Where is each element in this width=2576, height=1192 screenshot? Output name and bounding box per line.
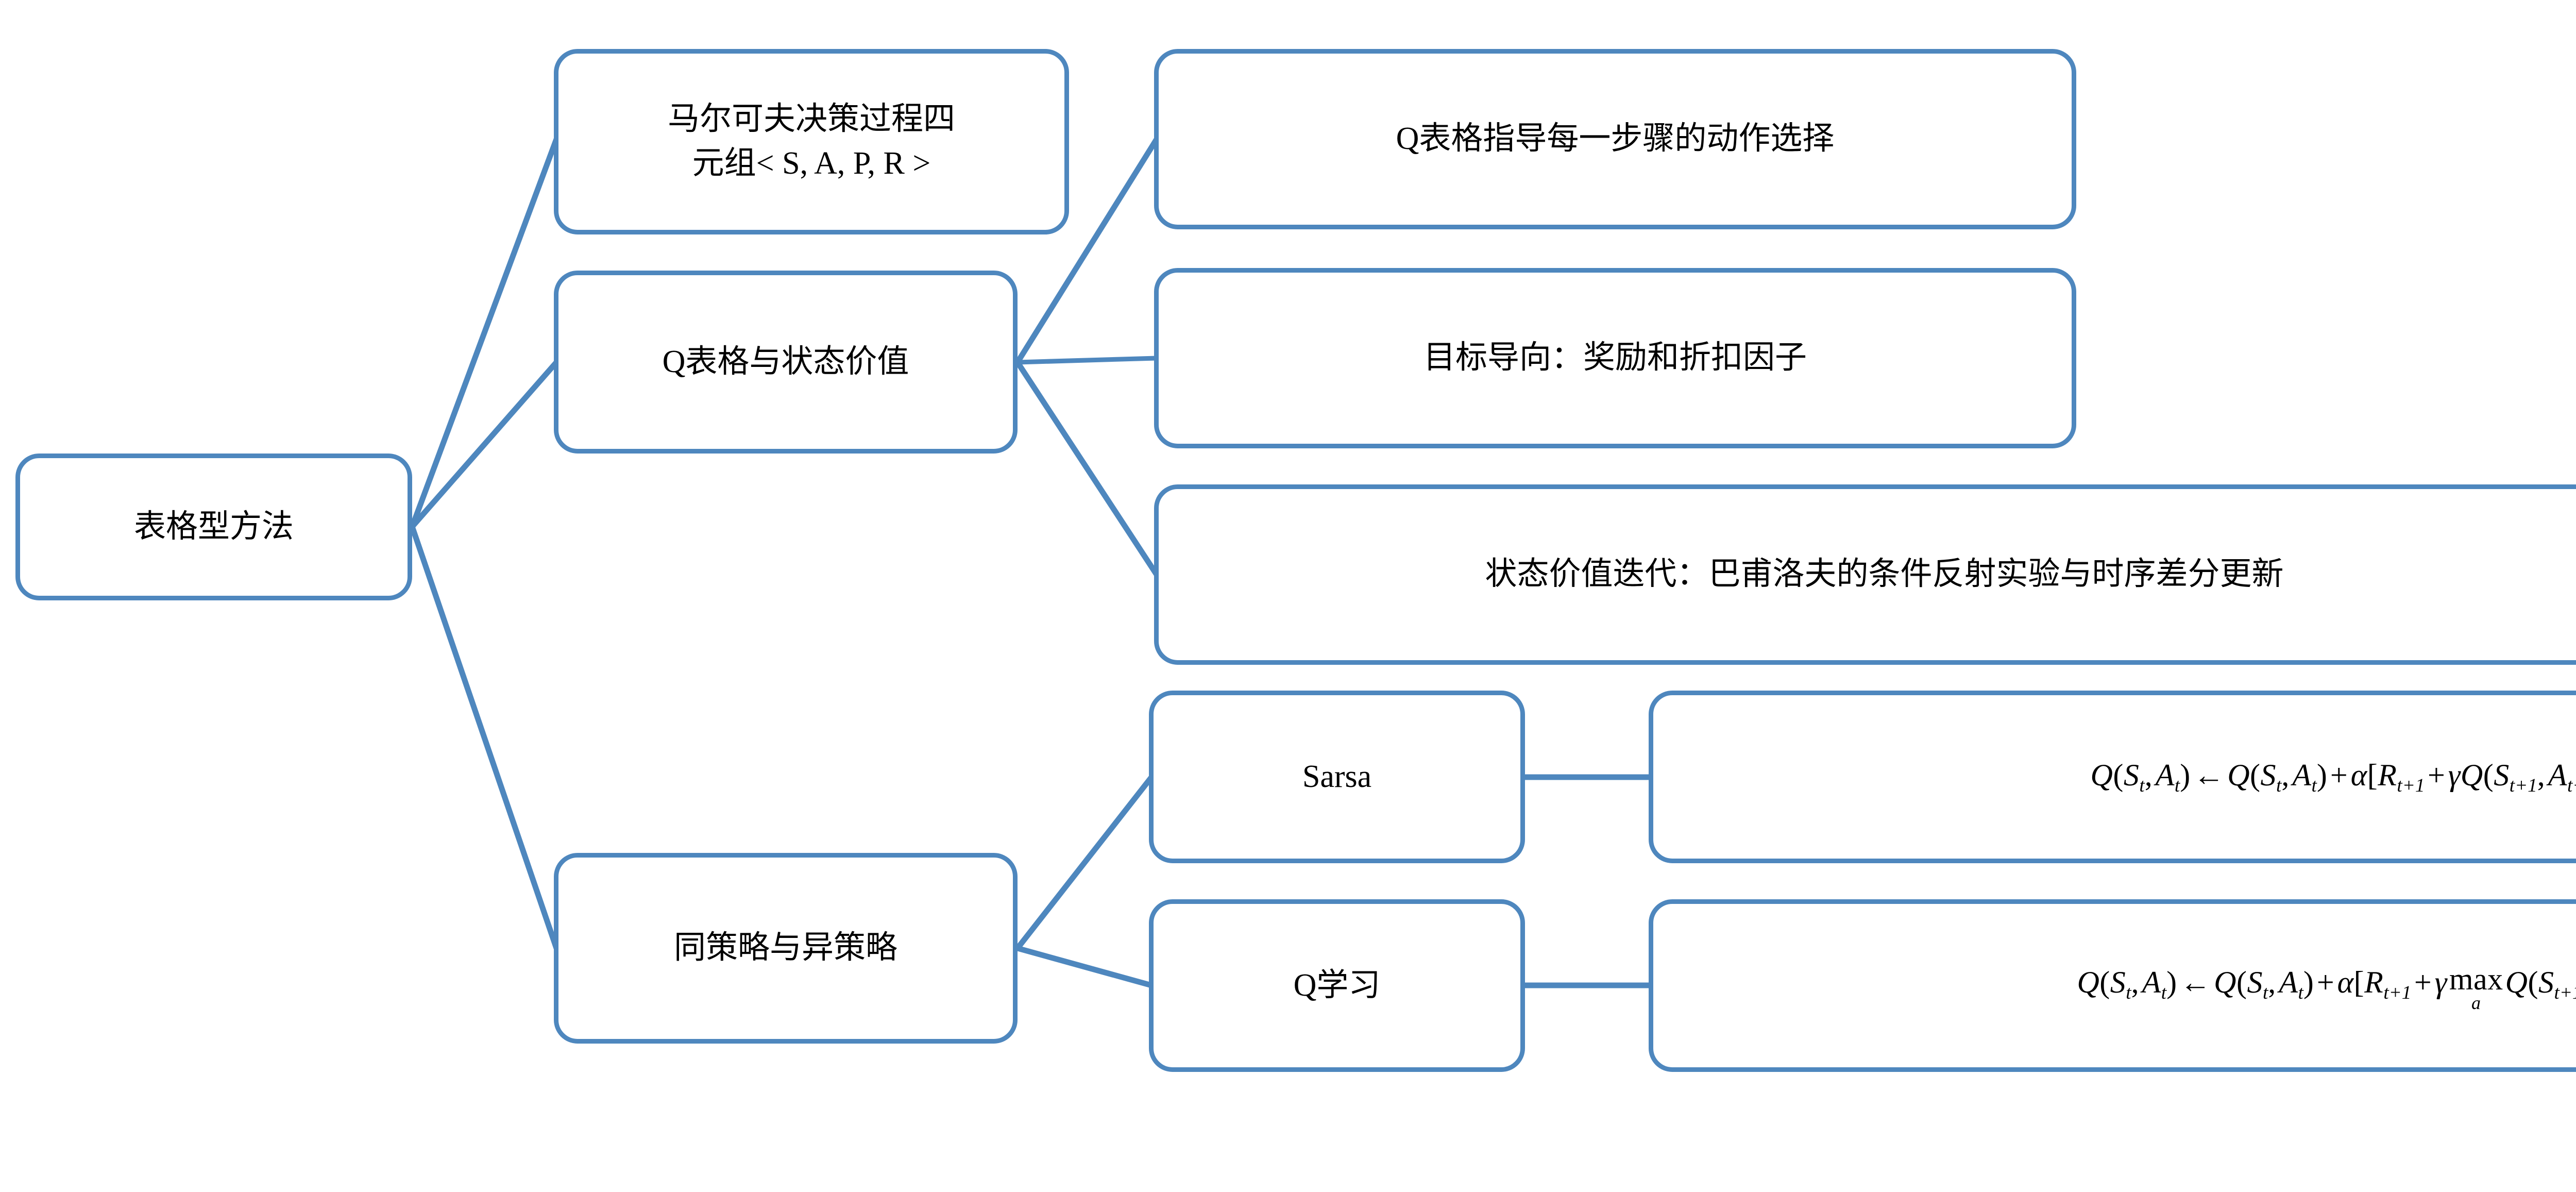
node-qtable[interactable]: Q表格与状态价值: [554, 271, 1018, 454]
node-leaf-goal[interactable]: 目标导向：奖励和折扣因子: [1154, 268, 2076, 448]
node-leaf-value-label: 状态价值迭代：巴甫洛夫的条件反射实验与时序差分更新: [1485, 557, 2284, 592]
node-policy[interactable]: 同策略与异策略: [554, 853, 1018, 1044]
node-mdp[interactable]: 马尔可夫决策过程四 元组< S, A, P, R >: [554, 49, 1069, 234]
node-qlearning-label: Q学习: [1293, 967, 1381, 1003]
node-sarsa[interactable]: Sarsa: [1149, 691, 1525, 863]
node-leaf-goal-label: 目标导向：奖励和折扣因子: [1423, 340, 1807, 376]
node-sarsa-label: Sarsa: [1302, 759, 1372, 794]
edge-root-to-qtable: [410, 360, 559, 529]
node-root[interactable]: 表格型方法: [15, 454, 412, 600]
node-qtable-label: Q表格与状态价值: [662, 344, 909, 379]
edge-qtable-to-value: [1015, 360, 1159, 577]
node-qlearning[interactable]: Q学习: [1149, 899, 1525, 1072]
sarsa-formula-text: Q(St, At) ← Q(St, At) + α[Rt+1 + γQ(St+1…: [2090, 758, 2576, 796]
edge-policy-to-sarsa: [1015, 775, 1154, 950]
node-leaf-value[interactable]: 状态价值迭代：巴甫洛夫的条件反射实验与时序差分更新: [1154, 484, 2576, 665]
node-mdp-label: 马尔可夫决策过程四 元组< S, A, P, R >: [667, 102, 955, 181]
node-sarsa-formula[interactable]: Q(St, At) ← Q(St, At) + α[Rt+1 + γQ(St+1…: [1649, 691, 2576, 863]
edge-root-to-mdp: [409, 138, 560, 528]
node-leaf-action-label: Q表格指导每一步骤的动作选择: [1396, 121, 1835, 157]
node-root-label: 表格型方法: [133, 509, 294, 544]
node-policy-label: 同策略与异策略: [673, 930, 897, 966]
node-leaf-action[interactable]: Q表格指导每一步骤的动作选择: [1154, 49, 2076, 229]
edge-policy-to-qlearning: [1016, 945, 1153, 988]
edge-root-to-policy: [409, 526, 560, 949]
edge-qtable-to-goal: [1017, 356, 1157, 365]
